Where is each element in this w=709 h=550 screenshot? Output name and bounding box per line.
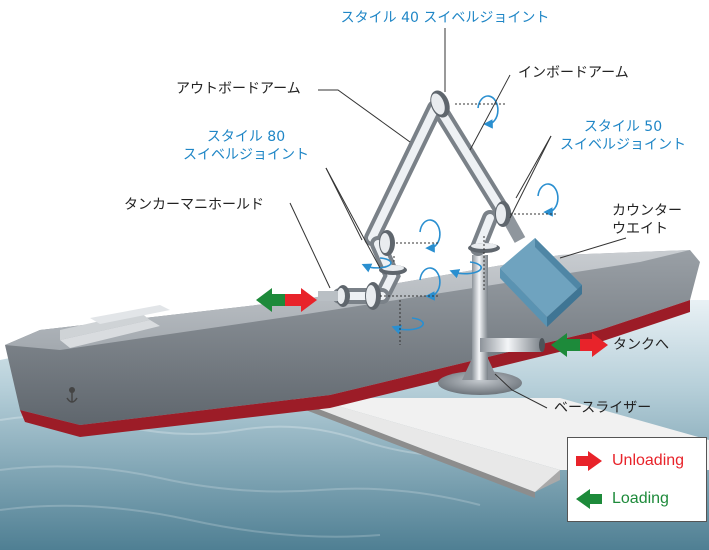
style80-swivel-label: スタイル 80 スイベルジョイント	[158, 128, 334, 164]
legend: Unloading Loading	[567, 437, 707, 522]
outboard-arm-label: アウトボードアーム	[176, 81, 301, 97]
legend-loading: Loading	[576, 486, 669, 512]
base-riser	[438, 255, 545, 395]
style50-line2: スイベルジョイント	[560, 137, 686, 153]
legend-unloading: Unloading	[576, 448, 684, 474]
style80-line2: スイベルジョイント	[183, 147, 309, 163]
counterweight-line1: カウンター	[612, 203, 682, 219]
style80-line1: スタイル 80	[206, 129, 286, 145]
leader-lines	[289, 28, 627, 409]
rotation-indicators	[361, 95, 559, 335]
red-right-arrow-icon	[576, 451, 602, 471]
style40-swivel-label: スタイル 40 スイベルジョイント	[340, 10, 550, 26]
legend-unloading-label: Unloading	[612, 452, 685, 469]
swivel-joints	[318, 90, 511, 310]
manifold-flow-arrows	[256, 288, 317, 312]
style50-swivel-label: スタイル 50 スイベルジョイント	[540, 118, 706, 154]
tanker-manifold-label: タンカーマニホールド	[124, 197, 264, 213]
tank-flow-arrows	[551, 333, 608, 357]
counterweight-line2: ウエイト	[612, 221, 668, 237]
legend-loading-label: Loading	[612, 490, 669, 507]
axis-lines	[380, 103, 556, 345]
inboard-arm-label: インボードアーム	[518, 65, 629, 81]
green-left-arrow-icon	[576, 489, 602, 509]
base-riser-label: ベースライザー	[554, 400, 652, 416]
counterweight-label: カウンター ウエイト	[612, 202, 702, 238]
to-tank-label: タンクへ	[613, 337, 669, 353]
counterweight	[500, 238, 582, 327]
style50-line1: スタイル 50	[583, 119, 663, 135]
